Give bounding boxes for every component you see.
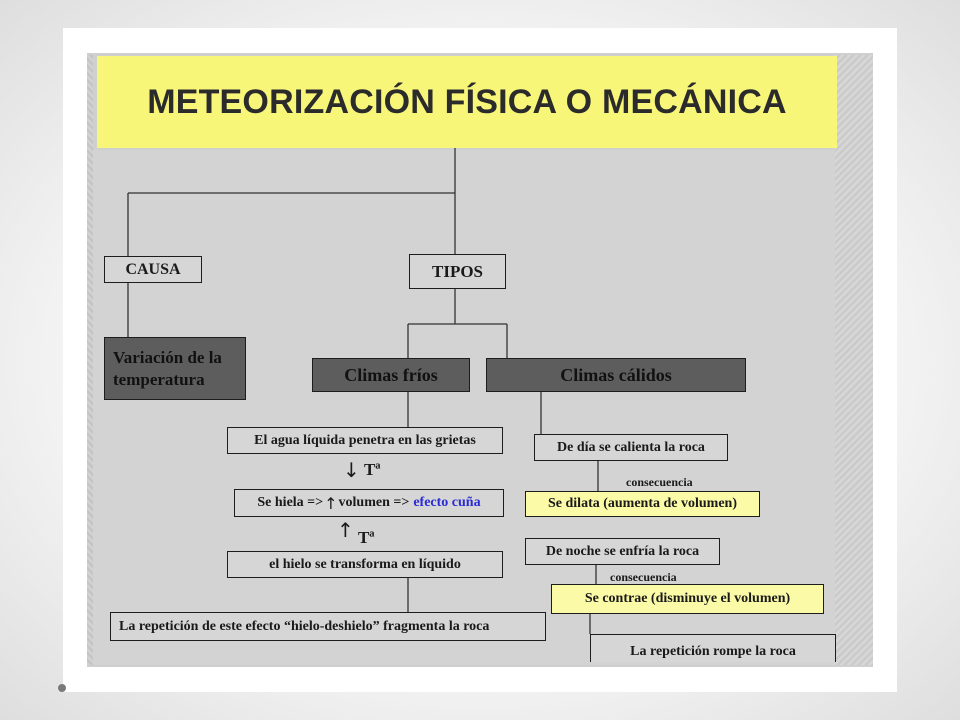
temperature-label-1: Tª [364,460,381,479]
repeticion-hielo-box: La repetición de este efecto “hielo-desh… [110,612,546,641]
climas-calidos-label: Climas cálidos [560,364,672,385]
dia-calienta-label: De día se calienta la roca [557,439,705,455]
arrow-down-icon: ↓ [343,458,360,482]
variacion-line-1: Variación de la [113,347,222,367]
arrow-up-inline-icon: ↑ [324,493,338,513]
frame-left-strip [87,55,93,665]
se-hiela-prefix: Se hiela => [257,495,324,510]
se-contrae-box: Se contrae (disminuye el volumen) [551,584,824,614]
se-dilata-box: Se dilata (aumenta de volumen) [525,491,760,517]
title-banner: METEORIZACIÓN FÍSICA O MECÁNICA [97,56,837,148]
consecuencia-label-1: consecuencia [626,475,693,489]
hielo-transforma-label: el hielo se transforma en líquido [269,556,461,572]
arrow-up-icon: ↑ [337,518,354,542]
causa-box: CAUSA [104,256,202,283]
climas-calidos-box: Climas cálidos [486,358,746,392]
tipos-label: TIPOS [431,261,484,281]
se-contrae-label: Se contrae (disminuye el volumen) [584,591,791,606]
repeticion-hielo-label: La repetición de este efecto “hielo-desh… [119,618,490,634]
repeticion-rompe-box: La repetición rompe la roca [590,634,836,662]
hielo-transforma-box: el hielo se transforma en líquido [227,551,503,578]
variacion-temperatura-box: Variación de la temperatura [104,337,246,400]
causa-label: CAUSA [125,260,181,278]
page-title: METEORIZACIÓN FÍSICA O MECÁNICA [147,82,787,121]
agua-liquida-label: El agua líquida penetra en las grietas [254,432,476,448]
agua-liquida-box: El agua líquida penetra en las grietas [227,427,503,454]
tipos-box: TIPOS [409,254,506,289]
frame-right-strip [834,55,873,665]
se-hiela-middle: volumen => [338,495,410,510]
dia-calienta-box: De día se calienta la roca [534,434,728,461]
efecto-cuna-text: efecto cuña [413,495,481,510]
noche-enfria-label: De noche se enfría la roca [545,543,700,559]
climas-frios-box: Climas fríos [312,358,470,392]
temperature-label-2: Tª [358,528,375,547]
slide-bullet-decoration [58,684,66,692]
se-hiela-box: Se hiela => ↑ volumen => efecto cuña [234,489,504,517]
repeticion-rompe-label: La repetición rompe la roca [630,644,796,659]
variacion-line-2: temperatura [113,369,205,389]
noche-enfria-box: De noche se enfría la roca [525,538,720,565]
diagram-panel [93,150,835,665]
climas-frios-label: Climas fríos [344,364,438,385]
consecuencia-label-2: consecuencia [610,570,677,584]
se-dilata-label: Se dilata (aumenta de volumen) [548,496,737,511]
